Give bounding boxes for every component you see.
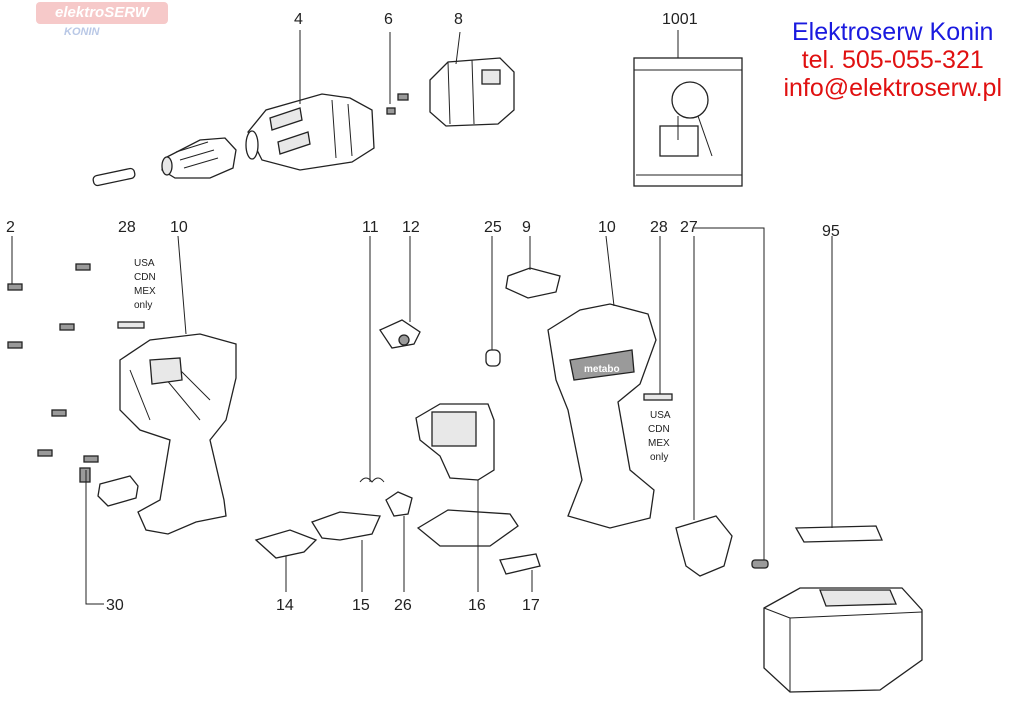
logo-sub-text: KONIN (64, 26, 100, 38)
svg-text:USA: USA (650, 410, 671, 421)
part-number: 1001 (662, 11, 698, 28)
battery-pack (763, 587, 923, 693)
part-number: 11 (362, 219, 379, 236)
electronics-module (416, 509, 519, 547)
part-number: 95 (822, 223, 840, 240)
part-number: 26 (394, 597, 412, 614)
part-numbers: 4 6 8 1001 2 28 10 11 12 25 9 10 28 27 9… (6, 11, 840, 614)
contact-email[interactable]: info@elektroserw.pl (783, 74, 1002, 102)
cover-plate (794, 525, 883, 543)
svg-text:USA: USA (134, 258, 155, 269)
spacer (485, 349, 501, 367)
housing-brand: metabo (584, 364, 620, 375)
part-number: 9 (522, 219, 531, 236)
part-number: 6 (384, 11, 393, 28)
region-note-left: USA CDN MEX only (134, 258, 156, 311)
contact-block: Elektroserw Konin tel. 505-055-321 info@… (783, 18, 1002, 102)
contact-name: Elektroserw Konin (791, 18, 994, 46)
gearbox-assembly (245, 93, 375, 171)
part-number: 12 (402, 219, 420, 236)
label-sticker-left (117, 321, 145, 329)
part-number: 27 (680, 219, 698, 236)
leader-lines (11, 30, 833, 605)
small-screw (386, 93, 409, 115)
part-number: 10 (598, 219, 616, 236)
housing-screws (7, 263, 99, 463)
belt-clip (675, 515, 733, 577)
region-note-right: USA CDN MEX only (648, 410, 671, 463)
part-number: 25 (484, 219, 502, 236)
part-number: 17 (522, 597, 540, 614)
lever-14 (254, 529, 318, 559)
selector-switch (379, 319, 421, 349)
button-26 (385, 491, 413, 517)
spring (359, 477, 385, 483)
part-number: 16 (468, 597, 486, 614)
lever-15 (311, 511, 381, 541)
part-number: 4 (294, 11, 303, 28)
svg-text:MEX: MEX (134, 286, 156, 297)
insulating-foil (499, 553, 541, 575)
svg-text:CDN: CDN (648, 424, 670, 435)
part-number: 8 (454, 11, 463, 28)
part-number: 2 (6, 219, 15, 236)
part-number: 28 (118, 219, 136, 236)
logo-main-text: elektroSERW (36, 2, 168, 24)
svg-text:CDN: CDN (134, 272, 156, 283)
elektroserw-logo: elektroSERW KONIN (36, 2, 168, 38)
part-number: 28 (650, 219, 668, 236)
housing-left-half (119, 333, 237, 535)
belt-clip-mount (79, 467, 139, 507)
contact-phone: tel. 505-055-321 (801, 46, 984, 74)
svg-text:MEX: MEX (648, 438, 670, 449)
label-sticker-right (643, 393, 673, 401)
part-number: 14 (276, 597, 294, 614)
svg-text:only: only (650, 452, 668, 463)
motor (429, 57, 515, 127)
part-number: 30 (106, 597, 124, 614)
clip-screw (751, 559, 769, 569)
trigger-switch (415, 403, 495, 481)
drill-screw (92, 167, 136, 187)
part-number: 15 (352, 597, 370, 614)
svg-text:only: only (134, 300, 152, 311)
switch-cover (505, 267, 561, 299)
part-number: 10 (170, 219, 188, 236)
housing-right-half: metabo (547, 303, 657, 529)
wiring-schematic (633, 57, 743, 187)
keyless-chuck (161, 137, 237, 179)
